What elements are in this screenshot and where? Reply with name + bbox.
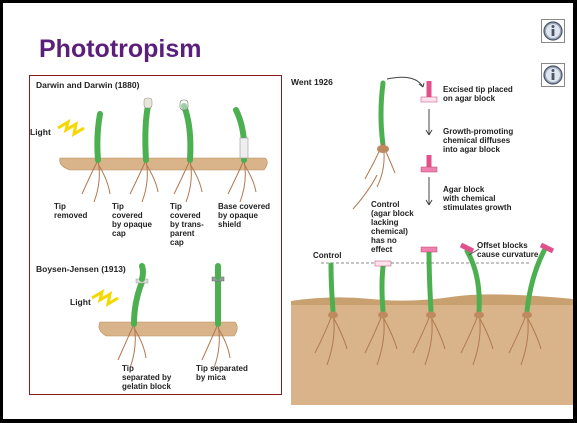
darwin-label-4: Base covered by opaque shield [218, 202, 270, 229]
page-title: Phototropism [39, 35, 202, 64]
darwin-label-2: Tip covered by opaque cap [112, 202, 152, 238]
went-panel: Went 1926 Excised tip placed on agar blo… [291, 75, 573, 405]
went-step-1: Excised tip placed on agar block [443, 85, 513, 103]
arrow-1 [387, 77, 423, 87]
boysen-heading: Boysen-Jensen (1913) [36, 264, 126, 274]
boysen-label-2: Tip separated by mica [196, 364, 248, 382]
opaque-shield [240, 138, 248, 158]
soil-darwin [60, 158, 268, 170]
went-step-2: Growth-promoting chemical diffuses into … [443, 127, 513, 154]
darwin-label-1: Tip removed [54, 202, 87, 220]
left-diagram [30, 76, 281, 394]
transparent-cap [180, 100, 188, 110]
opaque-cap [144, 98, 152, 108]
light-label: Light [70, 298, 91, 307]
slide: Phototropism [3, 3, 573, 419]
info-icon [542, 20, 564, 42]
stems-darwin [97, 98, 248, 160]
stem-top [381, 83, 383, 145]
darwin-heading: Darwin and Darwin (1880) [36, 80, 139, 90]
light-bolt-icon [58, 122, 84, 134]
went-control-note: Control (agar block lacking chemical) ha… [371, 200, 414, 254]
boysen-label-1: Tip separated by gelatin block [122, 364, 171, 391]
offset-block [461, 245, 473, 251]
agar-block-active [421, 247, 437, 252]
darwin-boysen-panel: Darwin and Darwin (1880) Light Tip remov… [29, 75, 282, 395]
went-heading: Went 1926 [291, 77, 333, 87]
light-label: Light [30, 128, 51, 137]
seed-top [377, 145, 389, 153]
darwin-label-3: Tip covered by trans- parent cap [170, 202, 204, 247]
went-step-3: Agar block with chemical stimulates grow… [443, 185, 511, 212]
light-bolt-icon [92, 292, 118, 304]
info-button[interactable] [541, 19, 565, 43]
went-offset-label: Offset blocks cause curvature [477, 241, 538, 259]
agar-block-control [375, 261, 391, 266]
went-control-label: Control [313, 251, 341, 260]
agar-block [421, 97, 437, 102]
went-diagram [291, 75, 573, 405]
stems-boysen [134, 266, 224, 324]
agar-block-chemical [421, 167, 437, 172]
